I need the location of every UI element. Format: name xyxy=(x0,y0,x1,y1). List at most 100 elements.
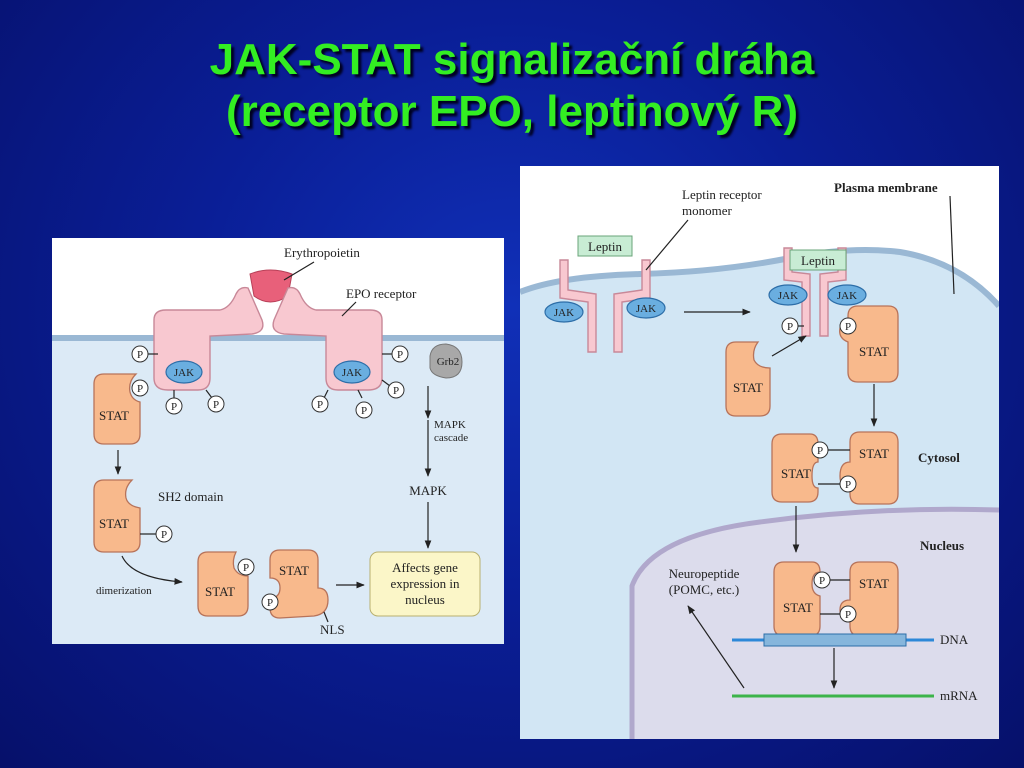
title-line-1: JAK-STAT signalizační dráha xyxy=(209,35,815,84)
svg-text:P: P xyxy=(787,321,793,333)
phosphate-receptor-2 xyxy=(839,317,857,335)
phosphate-stat xyxy=(155,525,173,543)
leptin-receptor-label-2: monomer xyxy=(682,203,732,218)
plasma-membrane-label: Plasma membrane xyxy=(834,180,938,195)
mapk-cascade-label-1: MAPK xyxy=(434,419,466,431)
jak-monomer-2 xyxy=(626,297,666,319)
slide-title: JAK-STAT signalizační dráha (receptor EP… xyxy=(0,34,1024,138)
jak-right xyxy=(333,360,371,384)
stat-docked-right-label: STAT xyxy=(859,344,889,359)
stat-docked xyxy=(93,373,141,445)
phosphate-dimer-1 xyxy=(237,558,255,576)
jak-dimer-1-label: JAK xyxy=(778,290,798,302)
phosphate-3 xyxy=(207,395,225,413)
affects-line-1: Affects gene xyxy=(392,560,458,575)
stat-dimer-left-label: STAT xyxy=(205,584,235,599)
erythropoietin-leader xyxy=(283,261,315,281)
leptin-free-label: Leptin xyxy=(588,239,622,254)
stat-free xyxy=(725,341,771,417)
svg-text:P: P xyxy=(393,385,399,397)
svg-text:P: P xyxy=(819,575,825,587)
svg-text:P: P xyxy=(361,405,367,417)
stat-free-label: STAT xyxy=(733,380,763,395)
leptin-receptor-diagram: Plasma membrane Cytosol Nucleus Leptin L… xyxy=(520,166,999,739)
jak-left xyxy=(165,360,203,384)
stat-dimer-left xyxy=(197,551,249,617)
jak-right-label: JAK xyxy=(342,367,362,379)
stat-recruit-arrow xyxy=(771,335,807,357)
phosphate-stat-docked xyxy=(131,379,149,397)
svg-text:P: P xyxy=(317,399,323,411)
neuropeptide-label-1: Neuropeptide xyxy=(669,566,740,581)
stat-dimer-cyto-left xyxy=(771,433,819,503)
stat-docked-label: STAT xyxy=(99,408,129,423)
svg-text:P: P xyxy=(845,609,851,621)
affects-line-3: nucleus xyxy=(405,592,445,607)
leptin-bound xyxy=(789,249,847,271)
jak-monomer-1-label: JAK xyxy=(554,307,574,319)
mapk-label: MAPK xyxy=(409,483,447,498)
svg-text:P: P xyxy=(137,349,143,361)
jak-monomer-2-label: JAK xyxy=(636,303,656,315)
leptin-free xyxy=(577,235,633,257)
stat-dimer-nuc-left-label: STAT xyxy=(783,600,813,615)
svg-text:P: P xyxy=(171,401,177,413)
nls-label: NLS xyxy=(320,622,345,637)
stat-dimer-nuc-right-label: STAT xyxy=(859,576,889,591)
svg-text:P: P xyxy=(397,349,403,361)
phosphate-2 xyxy=(165,397,183,415)
jak-dimer-2-label: JAK xyxy=(837,290,857,302)
svg-text:P: P xyxy=(137,383,143,395)
epo-receptor-diagram: Erythropoietin EPO receptor JAK JAK P P … xyxy=(52,238,504,644)
phosphate-7 xyxy=(387,381,405,399)
stat-dimer-cyto-right-label: STAT xyxy=(859,446,889,461)
stat-dimer-right-label: STAT xyxy=(279,563,309,578)
stat-dimer-right xyxy=(269,549,329,619)
phosphate-4 xyxy=(391,345,409,363)
phosphate-dimer-2 xyxy=(261,593,279,611)
mapk-cascade-label-2: cascade xyxy=(434,432,468,444)
sh2-domain-label: SH2 domain xyxy=(158,489,224,504)
svg-text:P: P xyxy=(161,529,167,541)
dimerization-arrow xyxy=(121,555,183,585)
phosphate-6 xyxy=(355,401,373,419)
svg-text:P: P xyxy=(845,479,851,491)
phosphate-5 xyxy=(311,395,329,413)
phosphate-1 xyxy=(131,345,149,363)
grb2-label: Grb2 xyxy=(437,356,460,368)
cytosol-label: Cytosol xyxy=(918,450,960,465)
gene-expression-box xyxy=(369,551,481,617)
stat-dimer-cyto-left-label: STAT xyxy=(781,466,811,481)
affects-line-2: expression in xyxy=(391,576,460,591)
svg-text:P: P xyxy=(817,445,823,457)
mrna-label: mRNA xyxy=(940,688,978,703)
svg-text:P: P xyxy=(213,399,219,411)
jak-monomer-1 xyxy=(544,301,584,323)
nucleus-label: Nucleus xyxy=(920,538,964,553)
stat-dimer-nuc-left xyxy=(773,561,821,637)
dna-binding-site xyxy=(763,633,907,647)
leptin-receptor-monomer-1 xyxy=(559,259,597,353)
jak-dimer-1 xyxy=(768,284,808,306)
svg-text:P: P xyxy=(243,562,249,574)
epo-receptor-label: EPO receptor xyxy=(346,286,417,301)
jak-dimer-2 xyxy=(827,284,867,306)
svg-text:P: P xyxy=(267,597,273,609)
leptin-bound-label: Leptin xyxy=(801,253,835,268)
nuclear-envelope xyxy=(629,506,999,739)
title-line-2: (receptor EPO, leptinový R) xyxy=(225,87,799,136)
erythropoietin-label: Erythropoietin xyxy=(284,245,360,260)
neuropeptide-label-2: (POMC, etc.) xyxy=(669,582,739,597)
svg-text:P: P xyxy=(845,321,851,333)
stat-phosphorylated-label: STAT xyxy=(99,516,129,531)
dimerization-label: dimerization xyxy=(96,585,152,597)
stat-phosphorylated xyxy=(93,479,141,553)
jak-left-label: JAK xyxy=(174,367,194,379)
grb2-protein xyxy=(429,343,463,379)
translation-arrow xyxy=(687,605,745,689)
leptin-receptor-label-1: Leptin receptor xyxy=(682,187,762,202)
cell-membrane xyxy=(52,335,504,341)
phospho-group-receptor: P P P P P P P xyxy=(131,345,409,419)
epo-receptor-leader xyxy=(341,301,357,317)
dna-label: DNA xyxy=(940,632,969,647)
